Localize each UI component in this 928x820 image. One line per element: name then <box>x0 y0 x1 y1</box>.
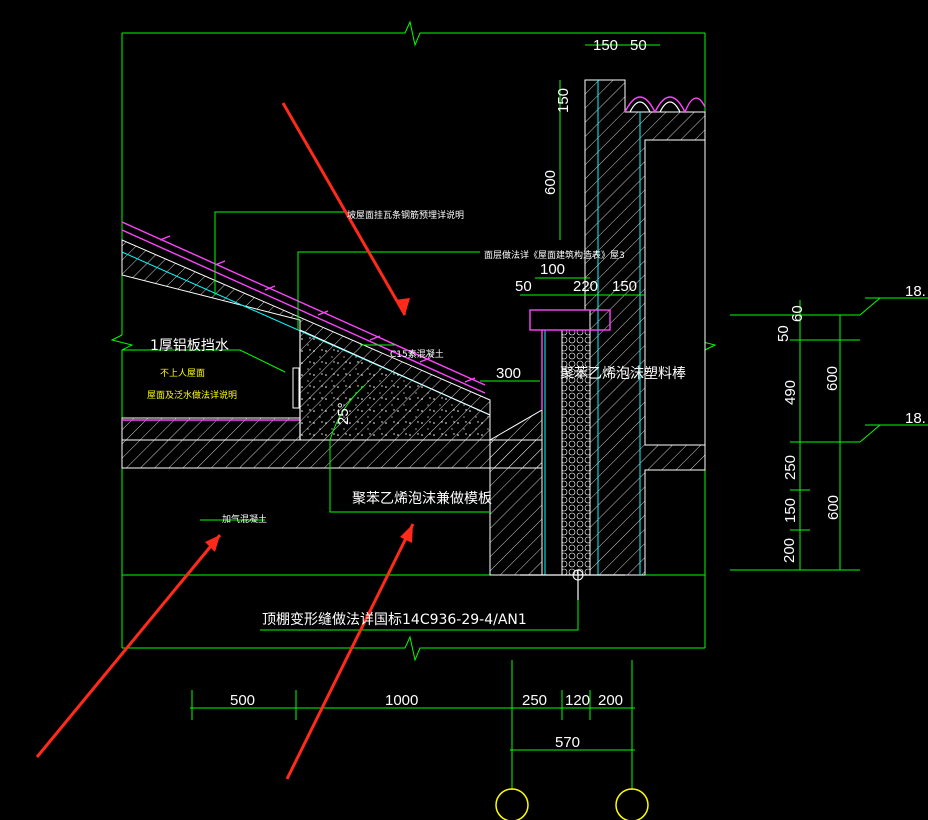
dimension-texts: 150 50 150 600 100 50 220 150 300 25° 60… <box>230 37 926 751</box>
dim-bottom-570: 570 <box>555 734 580 751</box>
dimension-lines <box>190 44 928 790</box>
axis-circles <box>495 788 649 820</box>
dim-right-200: 200 <box>781 538 798 563</box>
label-c15: C15素混凝土 <box>390 348 444 360</box>
label-roof-layers: 面层做法详《屋面建筑构造表》屋3 <box>484 249 625 261</box>
label-tile-hook: 坡屋面挂瓦条钢筋预埋详说明 <box>347 209 464 221</box>
dim-mid-50: 50 <box>515 278 532 295</box>
dim-mid-220: 220 <box>573 278 598 295</box>
dim-bottom-1000: 1000 <box>385 692 418 709</box>
level-mark-2: 18. <box>905 410 926 427</box>
joint-cover <box>520 569 625 600</box>
dim-right-490: 490 <box>782 380 799 405</box>
dim-mid-100: 100 <box>540 261 565 278</box>
dim-bottom-200: 200 <box>598 692 623 709</box>
dim-right-60: 60 <box>789 305 806 322</box>
right-wall <box>584 79 706 576</box>
dim-left-150: 150 <box>555 88 572 113</box>
dim-left-600: 600 <box>542 170 559 195</box>
label-roof-waterproof: 屋面及泛水做法详说明 <box>147 389 237 401</box>
label-aerated: 加气混凝土 <box>222 513 267 525</box>
dim-mid-150: 150 <box>612 278 637 295</box>
label-no-access-roof: 不上人屋面 <box>160 368 205 379</box>
low-roof <box>121 330 301 441</box>
dim-right-150: 150 <box>782 498 799 523</box>
red-arrows <box>35 102 415 780</box>
label-ceiling-joint: 顶棚变形缝做法详国标14C936-29-4/AN1 <box>262 612 527 628</box>
dim-right-250: 250 <box>782 455 799 480</box>
dim-bottom-500: 500 <box>230 692 255 709</box>
label-eps-rod: 聚苯乙烯泡沫塑料棒 <box>560 365 686 382</box>
level-mark-1: 18. <box>905 283 926 300</box>
label-eps-form: 聚苯乙烯泡沫兼做模板 <box>352 490 492 507</box>
floor-slab <box>121 409 543 576</box>
dim-right-50: 50 <box>775 325 792 342</box>
leader-lines <box>122 211 579 631</box>
label-alu-board: 1厚铝板挡水 <box>150 338 229 354</box>
dim-bottom-120: 120 <box>565 692 590 709</box>
dim-right-600b: 600 <box>825 495 842 520</box>
dim-300: 300 <box>496 365 521 382</box>
roof-slope <box>121 221 491 441</box>
angle-label: 25° <box>335 402 352 425</box>
dim-bottom-250: 250 <box>522 692 547 709</box>
annotation-texts: 坡屋面挂瓦条钢筋预埋详说明 面层做法详《屋面建筑构造表》屋3 1厚铝板挡水 不上… <box>147 209 686 628</box>
dim-top-50: 50 <box>630 37 647 54</box>
parapet-cap <box>529 309 611 410</box>
dim-right-600a: 600 <box>824 366 841 391</box>
dim-top-150: 150 <box>593 37 618 54</box>
ridge-tiles <box>624 96 706 114</box>
